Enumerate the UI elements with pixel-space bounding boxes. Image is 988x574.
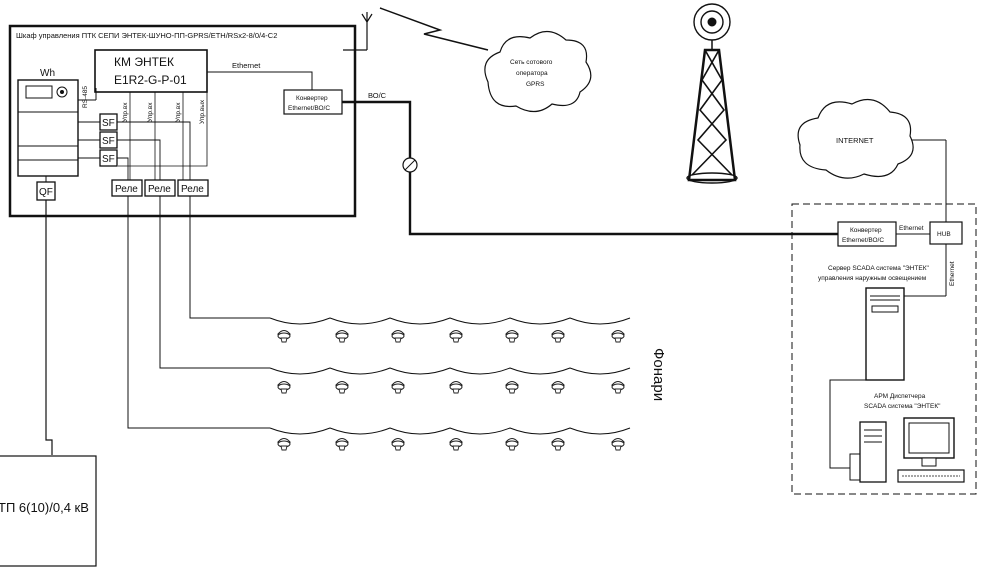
lamp-icon <box>611 381 625 394</box>
substation-box <box>0 455 97 567</box>
lamp-icon <box>335 330 349 343</box>
dispatcher-workstation-icon <box>849 417 965 483</box>
cabinet-converter-line2: Ethernet/ВО/С <box>288 105 330 112</box>
substation-label: ТП 6(10)/0,4 кВ <box>0 500 89 515</box>
lamp-icon <box>449 330 463 343</box>
lamp-icon <box>505 330 519 343</box>
control-wire-label-2: Упр.вх <box>147 102 154 122</box>
lamp-icon <box>611 330 625 343</box>
cabinet-converter-line1: Конвертер <box>296 95 328 102</box>
lamp-icon <box>391 438 405 451</box>
lamp-icon <box>277 381 291 394</box>
internet-cloud: INTERNET <box>797 98 914 179</box>
fiber-coupler-icon <box>402 157 418 173</box>
lamp-icon <box>449 381 463 394</box>
lamp-icon <box>335 438 349 451</box>
lamp-icon <box>611 438 625 451</box>
antenna-icon <box>343 12 373 51</box>
lamp-icon <box>449 438 463 451</box>
qf-breaker: QF <box>36 176 56 201</box>
server-caption2: управления наружным освещением <box>818 275 927 282</box>
controller-model: Е1R2-G-P-01 <box>114 73 187 87</box>
hub: HUB <box>929 221 963 245</box>
qf-label: QF <box>39 187 53 198</box>
lamp-icon <box>505 438 519 451</box>
lamps-label: Фонари <box>650 348 667 401</box>
lamp-icon <box>391 330 405 343</box>
server-room-converter: Конвертер Ethernet/ВО/С <box>837 221 897 247</box>
internet-label: INTERNET <box>836 136 874 145</box>
scada-server-icon <box>865 287 905 381</box>
sf-breaker-1: SF <box>102 118 115 129</box>
gprs-cloud-line1: Сеть сотового <box>510 59 553 66</box>
lamp-icon <box>391 381 405 394</box>
controller-km-entek: КМ ЭНТЕК Е1R2-G-P-01 <box>94 49 208 93</box>
lamps <box>277 330 625 451</box>
lamp-icon <box>335 381 349 394</box>
lamp-icon <box>277 330 291 343</box>
sf-breaker-3: SF <box>102 154 115 165</box>
rs485-label: RS-485 <box>82 86 89 108</box>
electricity-meter: Wh <box>17 68 79 177</box>
relay-2: Реле <box>148 184 171 195</box>
control-wire-label-1: Упр.вх <box>122 102 129 122</box>
sf-breakers: SF SF SF <box>99 113 118 167</box>
controller-name: КМ ЭНТЕК <box>114 55 174 69</box>
lamp-icon <box>551 381 565 394</box>
lamp-icon <box>277 438 291 451</box>
server-room <box>791 203 977 495</box>
cabinet-converter: Конвертер Ethernet/ВО/С <box>283 89 343 115</box>
gprs-cloud-line3: GPRS <box>526 81 545 88</box>
lamp-icon <box>551 438 565 451</box>
control-cabinet <box>8 24 357 218</box>
ethernet-vertical-label: Ethernet <box>949 261 956 286</box>
lamp-icon <box>505 381 519 394</box>
relay-3: Реле <box>181 184 204 195</box>
lamp-icon <box>551 330 565 343</box>
control-wire-label-3: Упр.вх <box>175 102 182 122</box>
server-ethernet-label: Ethernet <box>899 225 924 232</box>
server-caption1: Сервер SCADA система "ЭНТЕК" <box>828 265 929 272</box>
relay-1: Реле <box>115 184 138 195</box>
cabinet-ethernet-label: Ethernet <box>232 61 261 70</box>
server-converter-line2: Ethernet/ВО/С <box>842 237 884 244</box>
cabinet-title: Шкаф управления ПТК СЕПИ ЭНТЕК-ШУНО-ПП-G… <box>16 31 277 40</box>
radio-link <box>379 7 489 51</box>
gprs-cloud-line2: оператора <box>516 70 548 77</box>
gprs-cloud: Сеть сотового оператора GPRS <box>484 30 592 113</box>
arm-caption2: SCADA система "ЭНТЕК" <box>864 403 941 410</box>
hub-label: HUB <box>937 231 951 238</box>
relays: Реле Реле Реле <box>111 179 209 197</box>
arm-caption1: АРМ Диспетчера <box>874 393 926 400</box>
sf-breaker-2: SF <box>102 136 115 147</box>
control-wire-label-4: Упр.вых <box>199 99 206 124</box>
server-converter-line1: Конвертер <box>850 227 882 234</box>
lamp-rows <box>269 317 631 435</box>
fiber-label: ВО/С <box>368 91 387 100</box>
meter-label: Wh <box>40 68 55 79</box>
cell-tower-icon <box>686 3 738 184</box>
